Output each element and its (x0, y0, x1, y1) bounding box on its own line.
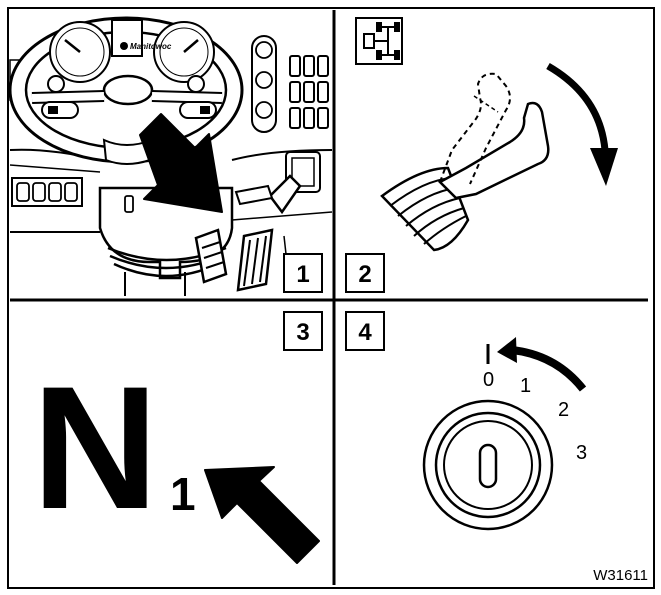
ignition-position-2: 2 (558, 399, 569, 421)
step-badge-2: 2 (346, 254, 384, 292)
step-number-2: 2 (358, 261, 371, 288)
ignition-position-3: 3 (576, 442, 587, 464)
ignition-position-1: 1 (520, 375, 531, 397)
drive-axle-icon (356, 18, 402, 64)
brand-logo: Manitowoc (130, 42, 172, 51)
step-number-1: 1 (296, 261, 309, 288)
ignition-position-0: 0 (483, 369, 494, 391)
step-badge-4: 4 (346, 312, 384, 350)
step-number-3: 3 (296, 319, 309, 346)
step-badge-3: 3 (284, 312, 322, 350)
step-badge-1: 1 (284, 254, 322, 292)
figure-id: W31611 (593, 567, 648, 584)
step-number-4: 4 (358, 319, 372, 346)
key-slot (480, 445, 496, 487)
neutral-letter: N (32, 351, 158, 546)
neutral-subscript: 1 (170, 468, 196, 520)
